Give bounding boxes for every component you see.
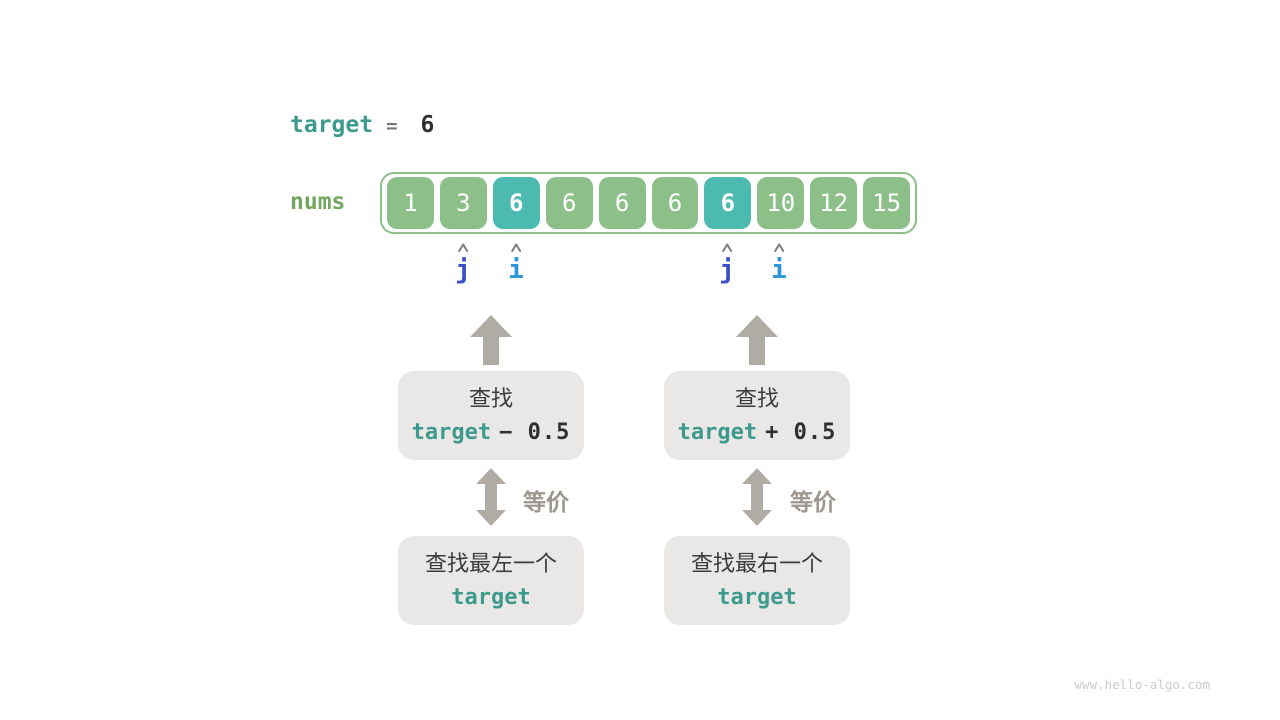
pointer-j-left: j <box>455 241 471 285</box>
equivalence-label-right: 等价 <box>790 490 836 516</box>
pointer-label-i: i <box>771 255 787 285</box>
array-cell-6: 6 <box>704 177 752 229</box>
pointer-label-i: i <box>508 255 524 285</box>
up-arrow-icon <box>470 315 512 369</box>
array-cell-5: 6 <box>651 177 699 229</box>
search-expression: target + 0.5 <box>678 420 837 445</box>
array-cell-3: 6 <box>545 177 593 229</box>
array-cell-0: 1 <box>387 177 434 229</box>
result-expression: target <box>717 585 796 610</box>
pointer-i-right: i <box>771 241 787 285</box>
caret-up-icon <box>458 243 468 252</box>
array-cell-1: 3 <box>439 177 487 229</box>
expression-variable: target <box>451 584 531 610</box>
equivalence-label-left: 等价 <box>523 490 569 516</box>
double-arrow-icon <box>476 468 506 530</box>
result-expression: target <box>451 585 530 610</box>
double-arrow-icon <box>742 468 772 530</box>
pointer-j-right: j <box>719 241 735 285</box>
up-arrow-icon <box>736 315 778 369</box>
pointer-label-j: j <box>719 255 735 285</box>
expression-operator: + 0.5 <box>765 419 837 445</box>
nums-label: nums <box>290 189 346 215</box>
search-label: 查找 <box>468 386 513 412</box>
array-cell-9: 15 <box>863 177 911 229</box>
expression-operator: − 0.5 <box>499 419 571 445</box>
search-rightmost-box: 查找最右一个 target <box>664 536 850 625</box>
pointer-i-left: i <box>508 241 524 285</box>
caret-up-icon <box>511 243 521 252</box>
watermark: www.hello-algo.com <box>1074 677 1210 692</box>
search-expression: target − 0.5 <box>412 420 571 445</box>
search-leftmost-box: 查找最左一个 target <box>398 536 584 625</box>
array-cell-7: 10 <box>757 177 805 229</box>
caret-up-icon <box>722 243 732 252</box>
search-label: 查找 <box>734 386 779 412</box>
result-label: 查找最左一个 <box>424 551 557 577</box>
array-cell-4: 6 <box>598 177 646 229</box>
array-cell-8: 12 <box>810 177 858 229</box>
expression-variable: target <box>677 419 758 445</box>
array-cell-2: 6 <box>492 177 540 229</box>
caret-up-icon <box>774 243 784 252</box>
result-label: 查找最右一个 <box>690 551 823 577</box>
target-assignment: target = 6 <box>290 112 434 138</box>
search-offset-box-left: 查找 target − 0.5 <box>398 371 584 460</box>
target-value: 6 <box>420 112 435 138</box>
target-variable: target <box>290 112 374 138</box>
pointer-label-j: j <box>455 255 471 285</box>
search-offset-box-right: 查找 target + 0.5 <box>664 371 850 460</box>
expression-variable: target <box>411 419 492 445</box>
equals-sign: = <box>386 115 398 137</box>
nums-array-container: 1 3 6 6 6 6 6 10 12 15 <box>380 172 917 234</box>
expression-variable: target <box>717 584 797 610</box>
